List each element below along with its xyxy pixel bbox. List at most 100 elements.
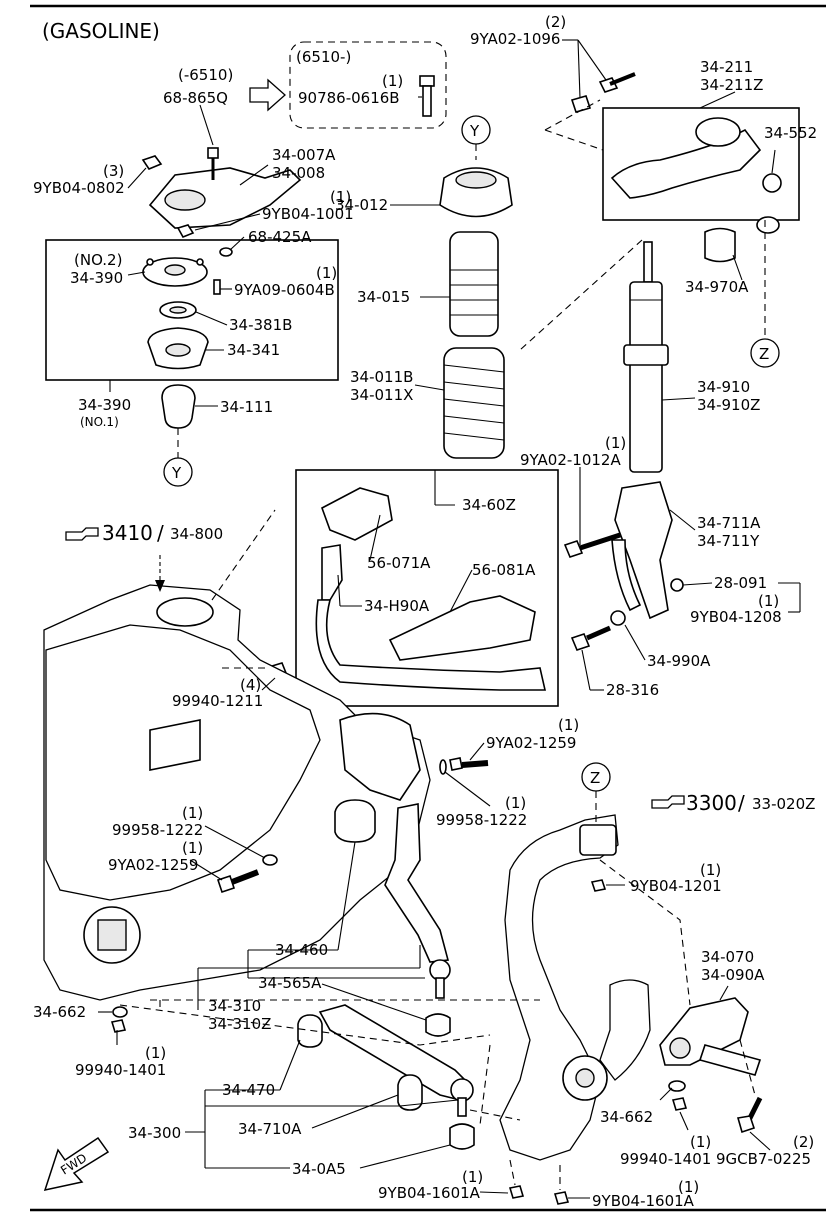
bolt-28316: [570, 625, 611, 651]
ref-z-top-letter: Z: [759, 345, 769, 363]
bushing-34470: [297, 1014, 323, 1048]
label-34-60z: 34-60Z: [462, 496, 516, 514]
washer-68425a: [219, 247, 233, 257]
label-34-565a: 34-565A: [258, 974, 322, 992]
plate-hole: [164, 189, 206, 211]
label-qty: (1): [145, 1044, 166, 1062]
label-34-662-left: 34-662: [33, 1003, 86, 1021]
label-34-211: 34-211: [700, 58, 753, 76]
label-9yb04-0802: 9YB04-0802: [33, 179, 125, 197]
nut-99940-1401-right: [671, 1097, 688, 1111]
label-56-081a: 56-081A: [472, 561, 536, 579]
label-9yb04-1001: 9YB04-1001: [262, 205, 354, 223]
label-68-425a: 68-425A: [248, 228, 312, 246]
label-99958-1222-right: 99958-1222: [436, 811, 527, 829]
dust-boot-34015: [449, 231, 499, 337]
label-34-711a: 34-711A: [697, 514, 761, 532]
stud-9ya09: [213, 279, 221, 295]
label-34-011b: 34-011B: [350, 368, 413, 386]
label-6510-before: (-6510): [178, 66, 233, 84]
strut-mount-box: [45, 239, 339, 381]
label-34-390-no1: 34-390: [78, 396, 131, 414]
label-34-011x: 34-011X: [350, 386, 413, 404]
label-34-012: 34-012: [335, 196, 388, 214]
label-34-008: 34-008: [272, 164, 325, 182]
label-99958-1222-left: 99958-1222: [112, 821, 203, 839]
label-9gcb7-0225: 9GCB7-0225: [716, 1150, 811, 1168]
shock-absorber-34910: [623, 241, 669, 473]
plate-lower-nut: [176, 224, 195, 239]
label-qty: (4): [240, 676, 261, 694]
label-99940-1401-left: 99940-1401: [75, 1061, 166, 1079]
bushing-34460: [334, 799, 376, 843]
label-34-007a: 34-007A: [272, 146, 336, 164]
label-34-381b: 34-381B: [229, 316, 292, 334]
upper-arm-34211: [610, 117, 782, 199]
bolt-90786: [419, 75, 435, 117]
label-33-020z: 33-020Z: [752, 795, 815, 813]
label-9ya02-1096: 9YA02-1096: [470, 30, 560, 48]
label-34-390-no2: 34-390: [70, 269, 123, 287]
label-qty: (1): [182, 804, 203, 822]
label-28-316: 28-316: [606, 681, 659, 699]
label-9yb04-1201: 9YB04-1201: [630, 877, 722, 895]
label-34-015: 34-015: [357, 288, 410, 306]
label-34-090a: 34-090A: [701, 966, 765, 984]
label-28-091: 28-091: [714, 574, 767, 592]
label-qty: (3): [103, 162, 124, 180]
label-qty: (1): [382, 72, 403, 90]
leader-lines: [98, 39, 801, 1199]
label-qty: (2): [545, 13, 566, 31]
label-34-070: 34-070: [701, 948, 754, 966]
washer-34662-left: [112, 1006, 128, 1018]
label-9yb04-1208: 9YB04-1208: [690, 608, 782, 626]
label-qty: (1): [700, 861, 721, 879]
label-68-865q: 68-865Q: [163, 89, 228, 107]
washer-28091: [670, 578, 684, 592]
mount-plate-group: [141, 147, 302, 257]
nut-9yb04-1601a-b: [553, 1191, 570, 1205]
washer-34662-right: [668, 1080, 686, 1092]
label-56-071a: 56-071A: [367, 554, 431, 572]
label-34-0a5: 34-0A5: [292, 1160, 346, 1178]
label-9ya02-1259-left: 9YA02-1259: [108, 856, 198, 874]
nut-99940-1401-left: [110, 1019, 127, 1033]
diagram-title: (GASOLINE): [42, 19, 160, 43]
bushing-34970a: [704, 227, 736, 263]
callout-6510-box: [289, 41, 447, 129]
label-qty: (1): [758, 592, 779, 610]
stabilizer-parts: [315, 487, 547, 691]
label-9ya02-1259-top: 9YA02-1259: [486, 734, 576, 752]
label-qty: (1): [605, 434, 626, 452]
rear-lower-arm-34300: [297, 1004, 474, 1117]
subframe-3410: [43, 584, 431, 1001]
plate-nut: [141, 155, 163, 170]
label-qty: (1): [558, 716, 579, 734]
ref-y-bottom-letter: Y: [171, 464, 182, 482]
label-ref-3410: 3410: [102, 521, 153, 545]
label-qty: (1): [462, 1168, 483, 1186]
nut-9yb04-1201: [590, 879, 607, 892]
bracket-34711a: [611, 481, 673, 620]
upper-mount-parts: [142, 257, 221, 370]
label-99940-1211: 99940-1211: [172, 692, 263, 710]
ref-z-circle-top: [750, 338, 780, 368]
label-9yb04-1601a-left: 9YB04-1601A: [378, 1184, 481, 1202]
part-labels: (-6510) 68-865Q (6510-) (1) 90786-0616B …: [33, 13, 817, 1210]
fwd-arrow-icon: [43, 1136, 110, 1192]
label-34-800: 34-800: [170, 525, 223, 543]
label-slash: /: [157, 521, 164, 545]
label-34-111: 34-111: [220, 398, 273, 416]
center-stack: [439, 167, 513, 459]
label-34-662-right: 34-662: [600, 1108, 653, 1126]
ref-y-top-letter: Y: [469, 122, 480, 140]
boot-340a5: [449, 1123, 475, 1150]
bolt-9ya02-1259-a: [439, 757, 489, 775]
cover-56081a: [388, 595, 536, 661]
ref-z-bottom-letter: Z: [590, 769, 600, 787]
label-slash: /: [738, 791, 745, 815]
label-9ya09-0604b: 9YA09-0604B: [234, 281, 335, 299]
nut-9yb04-1601a-a: [508, 1185, 525, 1199]
label-34-552: 34-552: [764, 124, 817, 142]
stabilizer-box: [295, 469, 559, 707]
